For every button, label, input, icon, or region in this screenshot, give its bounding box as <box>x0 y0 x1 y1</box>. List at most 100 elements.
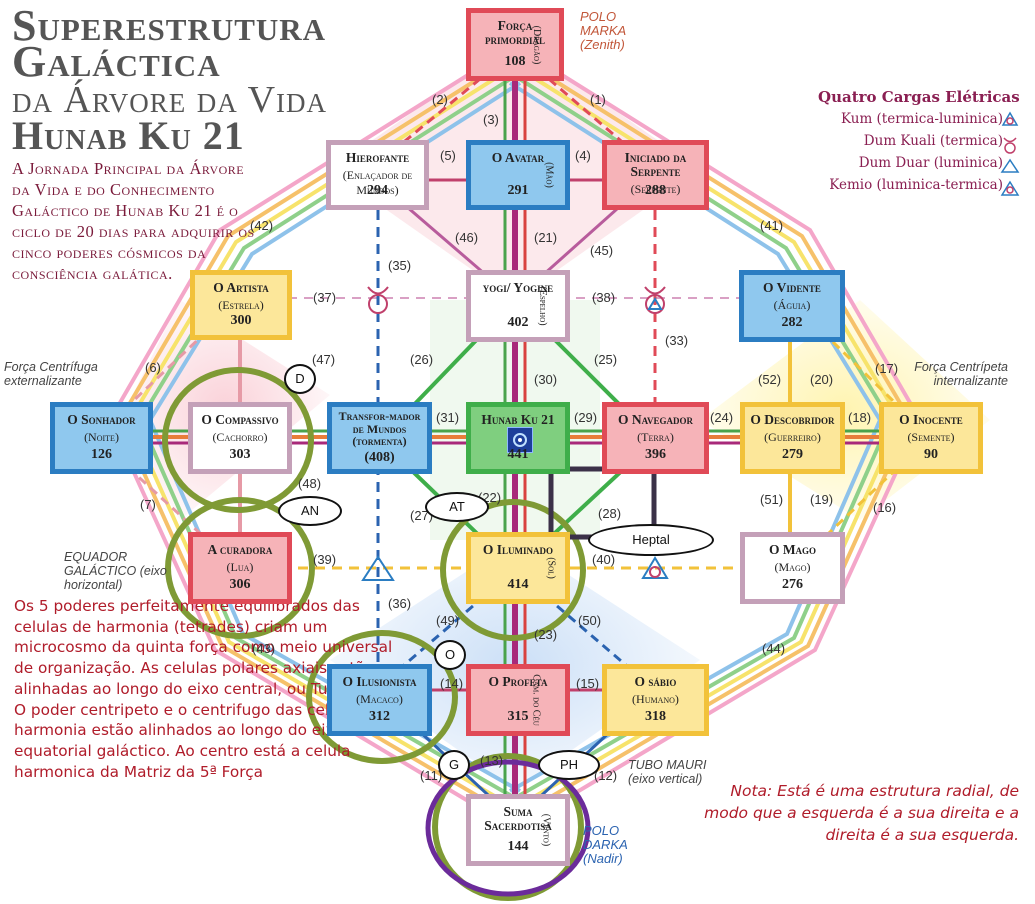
node-sonhador: O Sonhador (Noite) 126 <box>50 402 153 474</box>
node-subtitle: (Macaco) <box>356 692 403 706</box>
edge-label-28: (28) <box>598 506 622 521</box>
annotation-at: AT <box>425 492 489 522</box>
node-number: 312 <box>369 709 390 724</box>
node-name: Transfor-mador de Mundos (tormenta) <box>338 409 421 448</box>
edge-label-52: (52) <box>758 372 782 387</box>
edge-label-31: (31) <box>436 410 460 425</box>
annotation-an: AN <box>278 496 342 526</box>
node-subtitle: (Guerreiro) <box>764 430 821 444</box>
edge-label-11: (11) <box>420 768 443 783</box>
edge-label-7: (7) <box>140 497 156 512</box>
equador-label: EQUADOR GALÁCTICO (eixo horizontal) <box>64 550 167 592</box>
node-number: 90 <box>924 447 938 462</box>
edge-label-35: (35) <box>388 258 412 273</box>
centrifuga-label: Força Centrífuga externalizante <box>4 360 98 388</box>
title-line-1: Superestrutura <box>12 1 327 50</box>
title-line-4: Hunab Ku 21 <box>12 113 245 158</box>
node-name: yogi/ Yogine <box>482 280 554 295</box>
edge-label-3: (3) <box>483 112 499 127</box>
edge-label-37: (37) <box>313 290 337 305</box>
node-subtitle: (Humano) <box>632 692 679 706</box>
dum-kuali-symbol <box>367 286 389 314</box>
node-subtitle: (Lua) <box>226 560 254 574</box>
node-iniciado-da-serpente: Iniciado da Serpente (Serpente) 288 <box>602 140 709 210</box>
node-name: O Navegador <box>618 412 693 427</box>
node-name: A curadora <box>207 542 273 557</box>
node-name: O Mago <box>768 542 817 557</box>
node-suma-sacerdotisa: Suma Sacerdotisa (Vento) 144 <box>466 794 570 866</box>
annotation-o: O <box>434 640 466 670</box>
node-forca-primordial: Força primordial (Dragão) 108 <box>466 8 564 81</box>
note-content: Nota: Está é uma estrutura radial, de mo… <box>704 782 1019 844</box>
node-name: O Artista <box>213 280 269 295</box>
edge-label-17: (17) <box>875 361 899 376</box>
dum-kuali-icon <box>1003 137 1017 154</box>
node-name: O Descobridor <box>750 412 835 427</box>
tubo-mauri-label: TUBO MAURI (eixo vertical) <box>628 758 707 786</box>
edge-label-50: (50) <box>578 613 602 628</box>
node-name: O Iluminado <box>482 542 554 557</box>
node-name: Força primordial <box>485 18 545 47</box>
polo-marka-label: POLO MARKA (Zenith) <box>580 9 626 52</box>
annotation-d: D <box>284 364 316 394</box>
edge-label-24: (24) <box>710 410 734 425</box>
legend-item-kemio: Kemio (luminica-termica) <box>829 177 1003 193</box>
annotation-circles <box>162 367 657 901</box>
node-subtitle: (Terra) <box>637 430 674 444</box>
node-number: 276 <box>782 577 803 592</box>
node-subtitle: (Enlaçador de Mundos) <box>342 168 413 197</box>
node-ilusionista: O Ilusionista (Macaco) 312 <box>327 664 432 736</box>
node-number: 414 <box>507 577 529 592</box>
edge-label-15: (15) <box>576 676 600 691</box>
node-number: 402 <box>507 315 529 330</box>
node-subtitle: (Noite) <box>84 430 119 444</box>
edge-label-25: (25) <box>594 352 618 367</box>
kum-icon <box>1001 111 1019 126</box>
node-transformador: Transfor-mador de Mundos (tormenta) (408… <box>327 402 432 474</box>
edge-label-19: (19) <box>810 492 834 507</box>
node-avatar: O Avatar (Mão) 291 <box>466 140 570 210</box>
edge-label-1: (1) <box>590 92 606 107</box>
edge-label-30: (30) <box>534 372 558 387</box>
node-vidente: O Vidente (Águia) 282 <box>739 270 845 342</box>
node-number: (408) <box>364 450 395 465</box>
node-number: 396 <box>645 447 666 462</box>
edge-label-47: (47) <box>312 352 336 367</box>
edge-label-46: (46) <box>455 230 479 245</box>
node-number: 306 <box>229 577 251 592</box>
node-inocente: O Inocente (Semente) 90 <box>879 402 983 474</box>
node-name: O Sonhador <box>67 412 136 427</box>
node-navegador: O Navegador (Terra) 396 <box>602 402 709 474</box>
title-line-2: Galáctica <box>12 37 221 86</box>
edge-label-5: (5) <box>440 148 456 163</box>
node-side-label: (Sol) <box>545 557 557 579</box>
node-name: Hierofante <box>345 150 410 165</box>
edge-label-49: (49) <box>436 613 460 628</box>
node-subtitle: (Serpente) <box>630 182 681 196</box>
edge-label-48: (48) <box>298 476 322 491</box>
dum-duar-icon <box>1000 158 1020 173</box>
node-name: Iniciado da Serpente <box>624 150 687 179</box>
edge-label-45: (45) <box>590 243 614 258</box>
node-number: 288 <box>645 183 666 198</box>
edge-label-12: (12) <box>594 768 618 783</box>
node-number: 300 <box>230 313 252 328</box>
node-name: O Vidente <box>763 280 821 295</box>
node-name: O sábio <box>634 674 677 689</box>
edge-label-36: (36) <box>388 596 412 611</box>
node-name: Suma Sacerdotisa <box>484 804 552 833</box>
polo-darka-label: POLO DARKA (Nadir) <box>583 823 628 866</box>
edge-label-51: (51) <box>760 492 784 507</box>
node-hunab-ku: Hunab Ku 21 441 <box>466 402 570 474</box>
edge-label-43: (43) <box>252 641 276 656</box>
node-name: O Compassivo <box>201 412 279 427</box>
edge-label-40: (40) <box>592 552 616 567</box>
node-number: 291 <box>507 183 529 198</box>
kemio-symbol <box>644 286 666 314</box>
edge-label-26: (26) <box>410 352 434 367</box>
node-name: O Inocente <box>899 412 963 427</box>
legend-item-dum-duar: Dum Duar (luminica) <box>858 155 1003 171</box>
legend-item-dum-kuali: Dum Kuali (termica) <box>863 133 1003 149</box>
node-subtitle: (Cachorro) <box>212 430 268 444</box>
annotation-ph: PH <box>538 750 600 780</box>
